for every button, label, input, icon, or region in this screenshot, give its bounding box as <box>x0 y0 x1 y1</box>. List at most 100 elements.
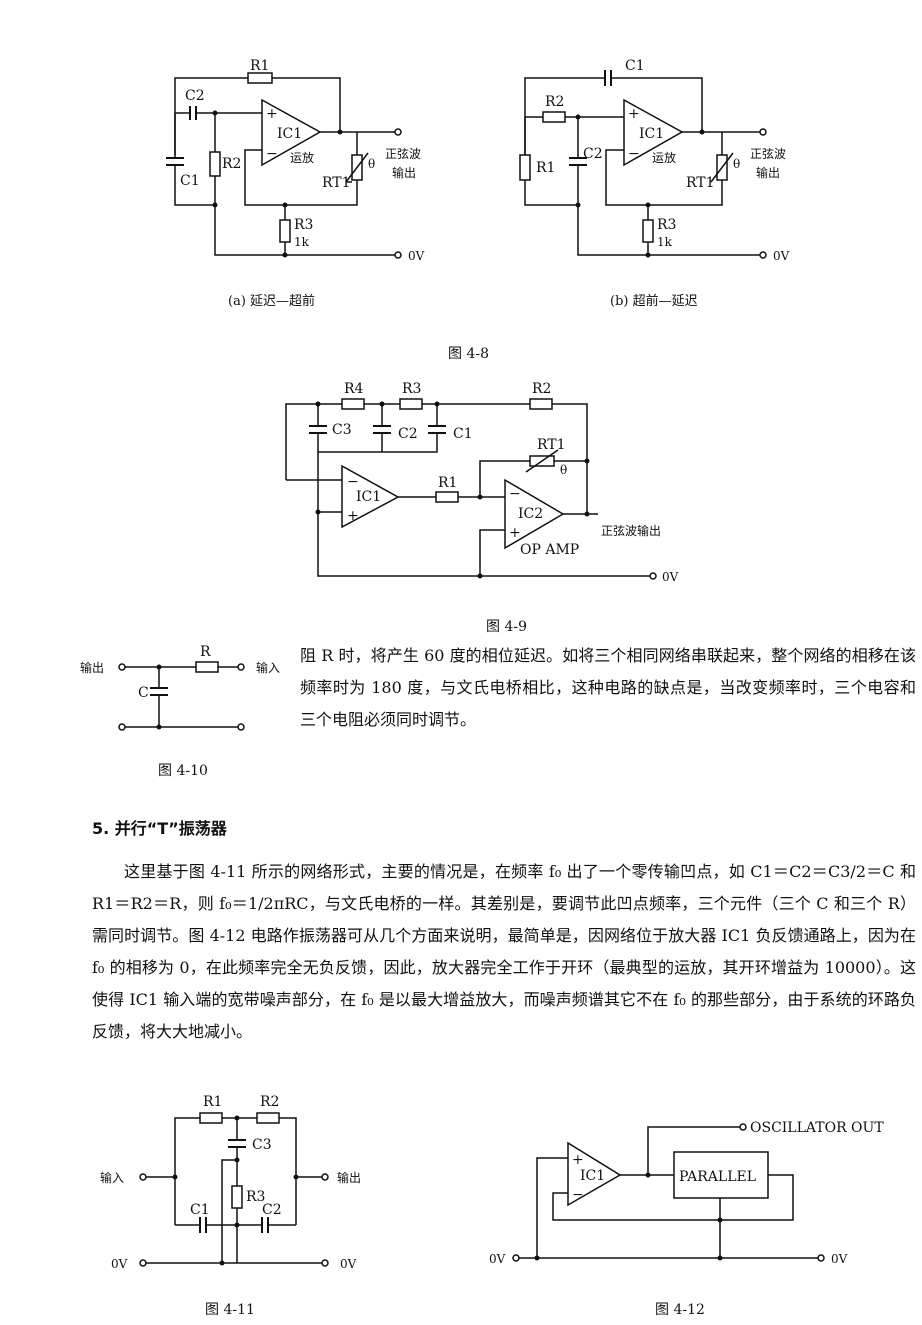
fig-4-12-circuit: + − IC1 PARALLEL OSCILLATOR OUT 0V 0V 图 … <box>489 1120 884 1318</box>
fig49-ic2-opamp <box>504 478 565 550</box>
fig412-gnd-label-right: 0V <box>831 1252 848 1266</box>
fig411-c1-label: C1 <box>190 1202 210 1218</box>
fig49-out-label: 正弦波输出 <box>601 523 661 538</box>
fig49-rt1-label: RT1 <box>537 437 566 453</box>
fig410-gnd-right <box>237 723 245 731</box>
fig411-r1-label: R1 <box>203 1094 222 1110</box>
fig411-out-terminal <box>321 1173 329 1181</box>
fig48a-amp-label: 运放 <box>290 150 314 165</box>
fig412-gnd-label-left: 0V <box>489 1252 506 1266</box>
fig48a-ic1-label: IC1 <box>277 126 302 142</box>
fig410-gnd-left <box>118 723 126 731</box>
fig412-ic1-label: IC1 <box>580 1168 605 1184</box>
fig412-block-label: PARALLEL <box>679 1169 756 1185</box>
fig49-r4-resistor <box>341 398 365 410</box>
fig48b-r2-resistor <box>542 111 566 123</box>
fig411-out-label: 输出 <box>337 1170 361 1185</box>
fig48a-out-label1: 正弦波 <box>385 146 421 161</box>
fig49-r1-label: R1 <box>438 475 457 491</box>
fig411-r1-resistor <box>199 1112 223 1124</box>
fig48a-minus: − <box>266 146 278 162</box>
fig49-ic1-minus: − <box>347 474 359 490</box>
fig411-gnd-label-right: 0V <box>340 1257 357 1271</box>
fig49-ic1-plus: + <box>347 508 359 524</box>
fig48b-r3-value: 1k <box>657 235 673 249</box>
fig411-c2-label: C2 <box>262 1202 282 1218</box>
fig48b-ic1-opamp <box>623 98 684 167</box>
fig48a-ic1-opamp <box>261 98 322 167</box>
fig410-in-label: 输入 <box>256 660 280 675</box>
fig49-r1-resistor <box>435 491 459 503</box>
fig48a-r1-resistor <box>247 72 273 84</box>
fig48b-caption: (b) 超前—延迟 <box>610 293 698 309</box>
fig48b-theta: θ <box>733 157 740 171</box>
fig48a-c1-label: C1 <box>180 173 200 189</box>
fig48a-ground-label: 0V <box>408 249 425 263</box>
fig48b-r1-resistor <box>519 154 531 181</box>
fig412-osc-label: OSCILLATOR OUT <box>750 1120 884 1136</box>
fig48b-amp-label: 运放 <box>652 150 676 165</box>
fig49-title: 图 4-9 <box>486 619 527 635</box>
fig49-ic1-opamp <box>341 464 400 529</box>
fig48a-output-terminal <box>394 128 402 136</box>
fig49-c3-label: C3 <box>332 422 352 438</box>
fig410-r-label: R <box>200 644 211 660</box>
fig48b-out-label1: 正弦波 <box>750 146 786 161</box>
fig48a-r1-label: R1 <box>250 58 269 74</box>
fig-4-11-circuit: R1 R2 C3 输入 输出 R3 C1 C2 0V 0V 图 4-11 <box>100 1094 361 1318</box>
paragraph-parallel-t: 这里基于图 4-11 所示的网络形式，主要的情况是，在频率 f₀ 出了一个零传输… <box>92 862 916 1041</box>
fig411-r3-label: R3 <box>246 1189 265 1205</box>
fig48b-r3-label: R3 <box>657 217 676 233</box>
fig48b-output-terminal <box>759 128 767 136</box>
fig48a-r3-label: R3 <box>294 217 313 233</box>
fig48-title: 图 4-8 <box>448 346 489 362</box>
fig411-gnd-right <box>321 1259 329 1267</box>
fig-4-8b-circuit: C1 R2 R1 C2 + − IC1 运放 RT1 θ 正弦波 输出 R3 1… <box>519 58 790 309</box>
fig49-r2-resistor <box>529 398 553 410</box>
fig-4-8a-circuit: R1 C2 C1 R2 + − IC1 运放 RT1 θ 正弦波 输出 R3 1… <box>166 58 425 309</box>
fig49-ic2-minus: − <box>509 486 521 502</box>
fig412-ic1-opamp <box>567 1141 622 1207</box>
fig49-c1-label: C1 <box>453 426 473 442</box>
fig410-in-terminal <box>237 663 245 671</box>
fig412-plus: + <box>572 1152 584 1168</box>
fig412-gnd-left <box>512 1254 520 1262</box>
fig48b-minus: − <box>628 146 640 162</box>
fig49-opamp-label: OP AMP <box>520 542 579 558</box>
fig412-gnd-right <box>817 1254 825 1262</box>
fig412-title: 图 4-12 <box>655 1302 705 1318</box>
section-heading: 5. 并行“T”振荡器 <box>92 819 227 838</box>
fig410-out-label: 输出 <box>80 660 104 675</box>
fig411-gnd-label-left: 0V <box>111 1257 128 1271</box>
fig48a-r3-resistor <box>279 219 291 243</box>
fig49-theta: θ <box>560 463 567 477</box>
fig48a-ground-terminal <box>394 251 402 259</box>
fig49-ground-terminal <box>649 572 657 580</box>
fig411-c3-label: C3 <box>252 1137 272 1153</box>
fig411-r3-resistor <box>231 1185 243 1209</box>
fig49-r4-label: R4 <box>344 381 364 397</box>
fig412-parallel-t-block <box>673 1151 769 1199</box>
fig48a-c2-label: C2 <box>185 88 205 104</box>
fig49-ground-label: 0V <box>662 570 679 584</box>
fig49-r3-label: R3 <box>402 381 421 397</box>
fig410-c-label: C <box>138 685 149 701</box>
fig411-in-terminal <box>139 1173 147 1181</box>
fig48a-theta: θ <box>368 157 375 171</box>
fig410-title: 图 4-10 <box>158 763 208 779</box>
fig48a-caption: (a) 延迟—超前 <box>228 293 315 309</box>
fig411-in-label: 输入 <box>100 1170 124 1185</box>
fig411-gnd-left <box>139 1259 147 1267</box>
fig48b-out-label2: 输出 <box>756 165 780 180</box>
fig411-title: 图 4-11 <box>205 1302 255 1318</box>
fig48a-r2-label: R2 <box>222 156 241 172</box>
fig49-r2-label: R2 <box>532 381 551 397</box>
paragraph-fig410-text: 阻 R 时，将产生 60 度的相位延迟。如将三个相同网络串联起来，整个网络的相移… <box>300 646 916 729</box>
fig-4-10-circuit: 输出 R 输入 C 图 4-10 <box>80 644 280 779</box>
fig48b-c2-label: C2 <box>583 146 603 162</box>
fig411-r2-label: R2 <box>260 1094 279 1110</box>
fig48a-plus: + <box>266 106 278 122</box>
fig49-ic2-label: IC2 <box>518 506 543 522</box>
fig48a-r3-value: 1k <box>294 235 310 249</box>
